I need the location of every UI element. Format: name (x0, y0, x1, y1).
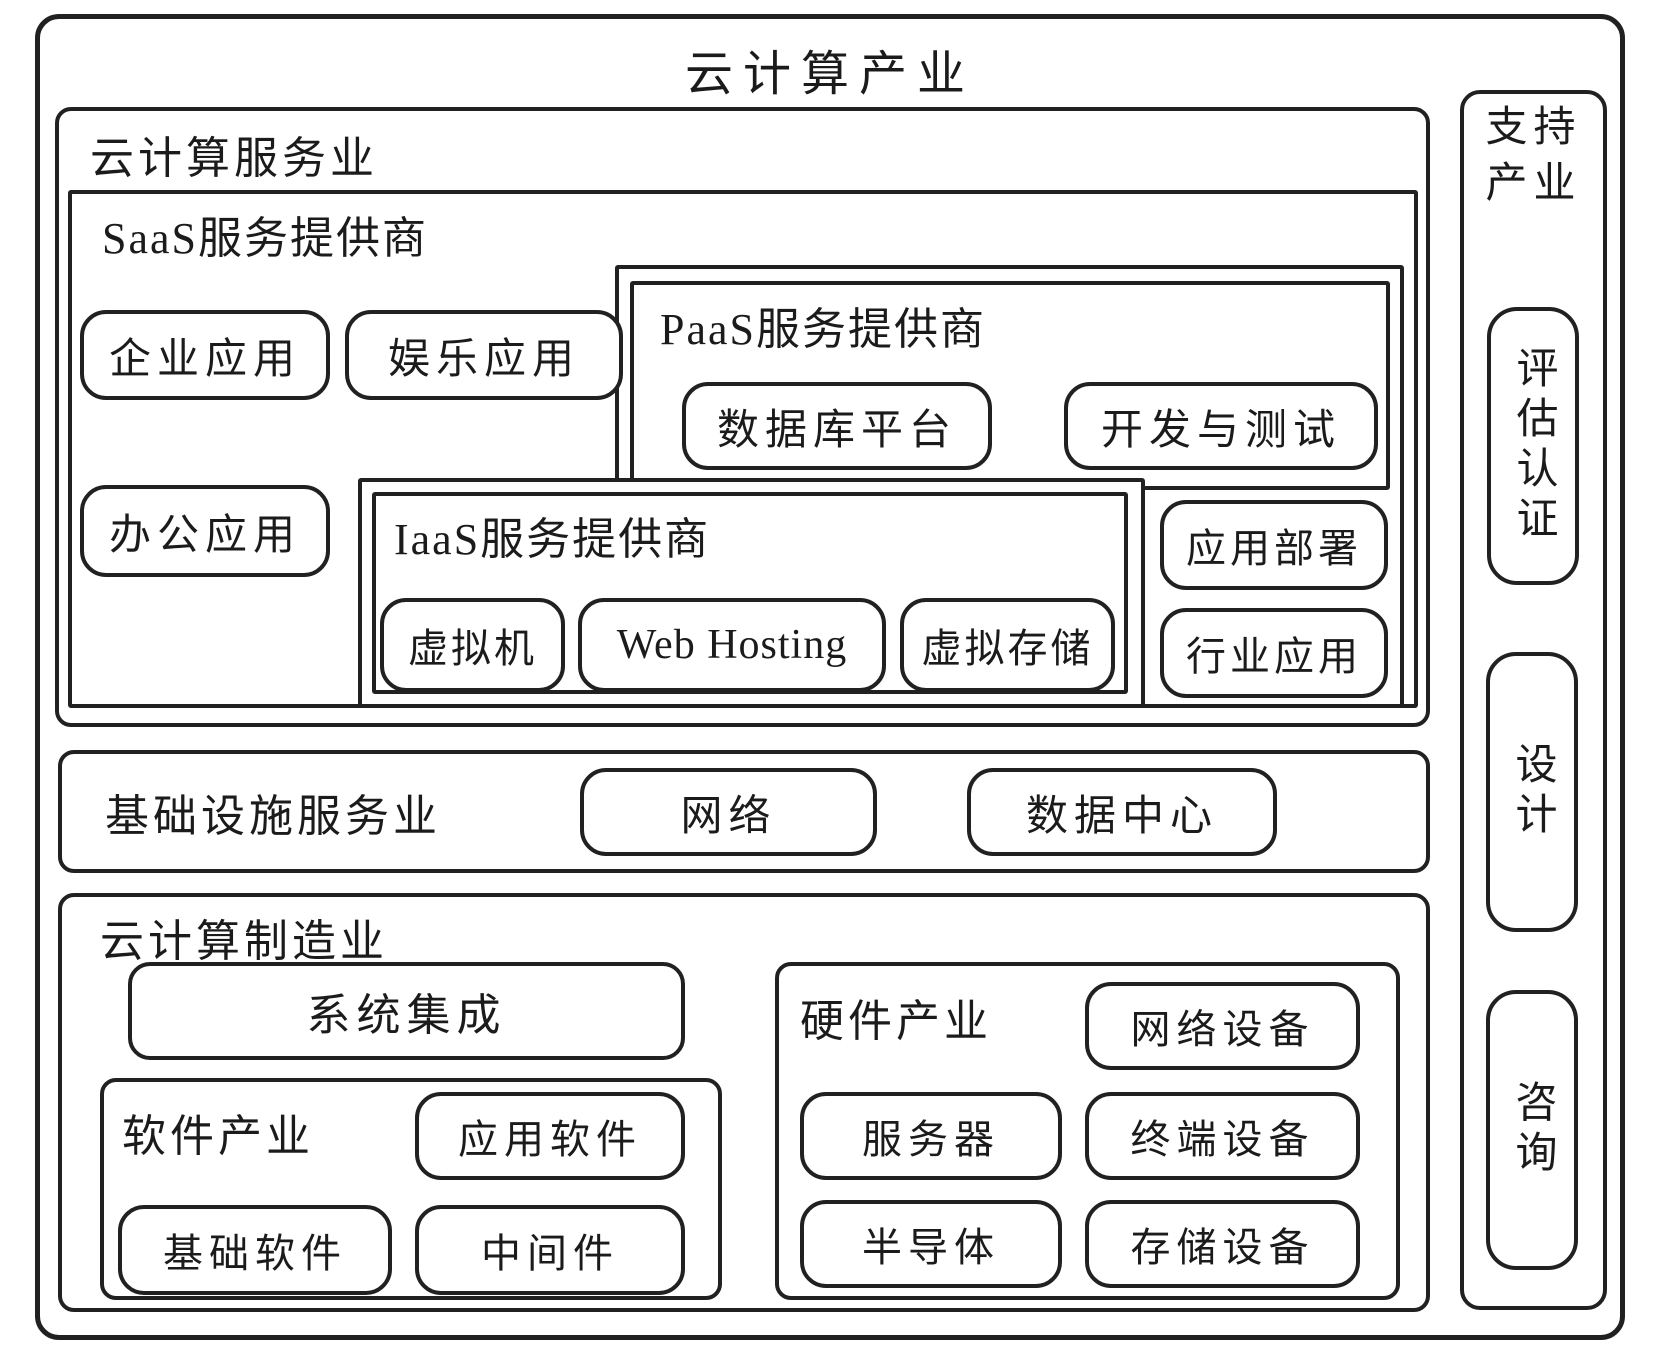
pill-network-equipment: 网络设备 (1085, 982, 1360, 1070)
pill-storage-equipment: 存储设备 (1085, 1200, 1360, 1288)
evaluation-certification-text: 评估认证 (1510, 346, 1556, 546)
design-text: 设计 (1509, 742, 1555, 842)
pill-network: 网络 (580, 768, 877, 856)
pill-design: 设计 (1486, 652, 1578, 932)
pill-server: 服务器 (800, 1092, 1062, 1180)
service-industry-label: 云计算服务业 (90, 134, 378, 183)
support-industry-label: 支持 产业 (1485, 105, 1582, 207)
saas-provider-label: SaaS服务提供商 (102, 214, 428, 263)
pill-consulting: 咨询 (1486, 990, 1578, 1270)
manufacturing-label: 云计算制造业 (100, 917, 388, 966)
pill-app-deployment: 应用部署 (1160, 500, 1388, 590)
pill-middleware: 中间件 (415, 1205, 685, 1295)
pill-office-apps: 办公应用 (80, 485, 330, 577)
paas-provider-label: PaaS服务提供商 (660, 305, 986, 354)
diagram-title: 云计算产业 (684, 48, 975, 101)
pill-enterprise-apps: 企业应用 (80, 310, 330, 400)
pill-data-center: 数据中心 (967, 768, 1277, 856)
iaas-provider-label: IaaS服务提供商 (394, 515, 711, 564)
pill-virtual-storage: 虚拟存储 (900, 598, 1115, 692)
software-industry-label: 软件产业 (122, 1112, 314, 1161)
pill-terminal-equipment: 终端设备 (1085, 1092, 1360, 1180)
pill-industry-apps: 行业应用 (1160, 608, 1388, 698)
pill-web-hosting: Web Hosting (578, 598, 886, 692)
pill-basic-software: 基础软件 (118, 1205, 392, 1295)
pill-evaluation-certification: 评估认证 (1487, 307, 1579, 585)
hardware-industry-label: 硬件产业 (800, 997, 992, 1046)
pill-dev-and-test: 开发与测试 (1064, 382, 1378, 470)
pill-system-integration: 系统集成 (128, 962, 685, 1060)
pill-application-software: 应用软件 (415, 1092, 685, 1180)
pill-virtual-machine: 虚拟机 (380, 598, 565, 692)
infrastructure-label: 基础设施服务业 (105, 791, 441, 841)
consulting-text: 咨询 (1509, 1080, 1555, 1180)
pill-entertainment-apps: 娱乐应用 (345, 310, 623, 400)
pill-semiconductor: 半导体 (800, 1200, 1062, 1288)
pill-database-platform: 数据库平台 (682, 382, 992, 470)
